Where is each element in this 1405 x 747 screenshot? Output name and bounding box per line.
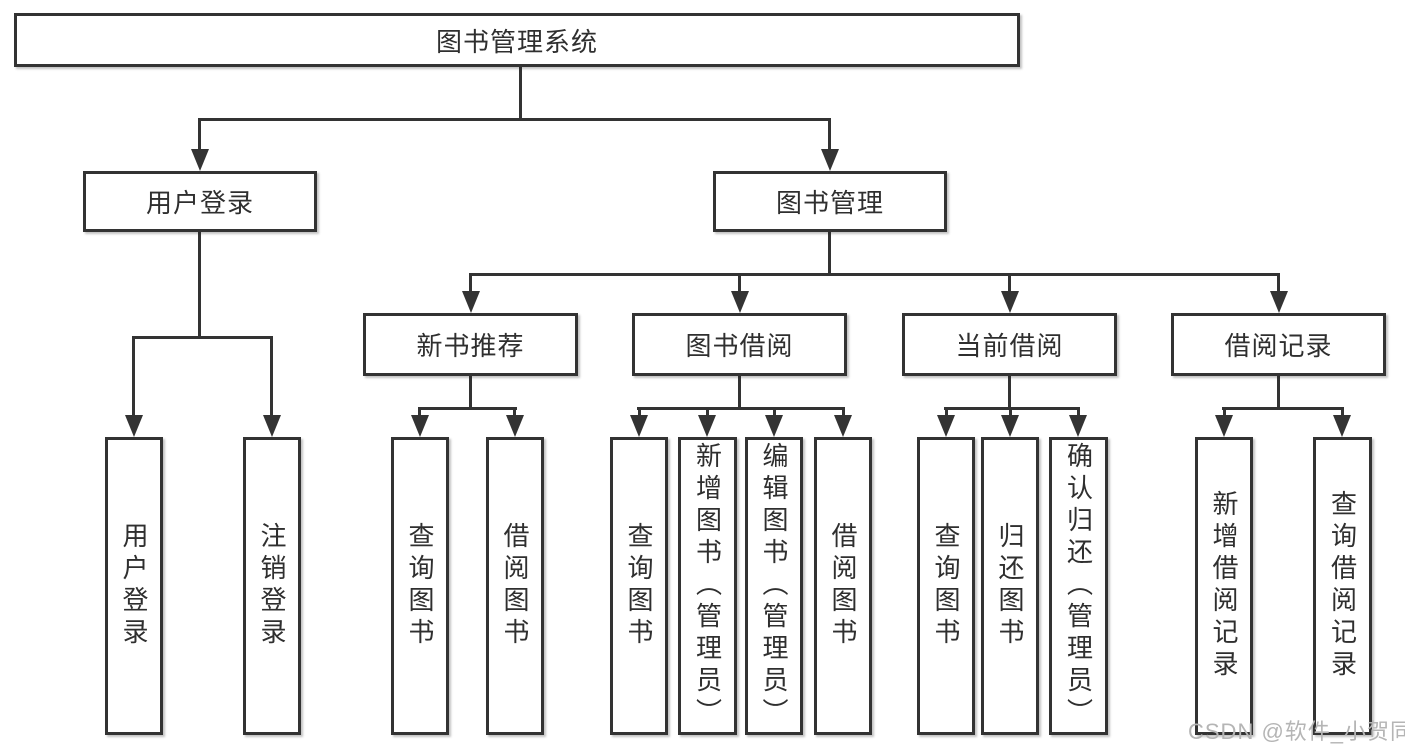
leaf-add-books-admin-label: 新增图书（管理员） [692,442,723,730]
connector-newbook-bar [418,407,517,410]
leaf-logout: 注销登录 [243,437,301,735]
connector-borrowrecords-drop [1277,273,1280,293]
connector-g1-leaf1-drop [418,407,421,417]
connector-login-leaf2-drop [270,336,273,417]
connector-g3-leaf1-drop [945,407,948,417]
connector-newbook-stem [469,376,472,407]
connector-borrowrecords-bar [1222,407,1344,410]
connector-currentborrow-drop [1008,273,1011,293]
node-new-book-recommend-label: 新书推荐 [416,331,525,361]
leaf-borrow-books-2-label: 借阅图书 [828,522,858,650]
leaf-edit-books-admin-label: 编辑图书（管理员） [759,442,789,730]
leaf-confirm-return-admin: 确认归还（管理员） [1049,437,1108,735]
connector-currentborrow-bar [944,407,1080,410]
arrowhead-g2-leaf1 [630,415,648,437]
arrowhead-g3-leaf3 [1069,415,1087,437]
node-current-borrow-label: 当前借阅 [955,331,1064,361]
arrowhead-g2-leaf2 [698,415,716,437]
connector-g3-leaf2-drop [1009,407,1012,417]
connector-g2-leaf4-drop [842,407,845,417]
leaf-query-books-1: 查询图书 [391,437,449,735]
arrowhead-g2-leaf4 [834,415,852,437]
leaf-query-books-2: 查询图书 [610,437,668,735]
leaf-return-books-label: 归还图书 [995,522,1025,650]
node-book-management-label: 图书管理 [775,188,884,218]
arrowhead-bookborrow [731,291,749,313]
connector-g2-leaf2-drop [706,407,709,417]
arrowhead-currentborrow [1001,291,1019,313]
leaf-add-borrow-record: 新增借阅记录 [1195,437,1253,735]
arrowhead-login-leaf2 [263,415,281,437]
connector-borrowrecords-stem [1277,376,1280,407]
leaf-borrow-books-1: 借阅图书 [486,437,544,735]
connector-g2-leaf3-drop [773,407,776,417]
connector-currentborrow-stem [1008,376,1011,407]
leaf-borrow-books-1-label: 借阅图书 [500,522,530,650]
connector-bookborrow-bar [637,407,845,410]
connector-g4-leaf2-drop [1341,407,1344,417]
connector-newbook-drop [469,273,472,293]
connector-user-login-bar [132,336,273,339]
connector-book-mgmt-drop [828,118,831,152]
node-borrow-records: 借阅记录 [1171,313,1386,376]
leaf-confirm-return-admin-label: 确认归还（管理员） [1063,442,1094,730]
arrowhead-g1-leaf2 [506,415,524,437]
connector-bookborrow-drop [738,273,741,293]
node-new-book-recommend: 新书推荐 [363,313,578,376]
node-borrow-records-label: 借阅记录 [1224,331,1333,361]
leaf-query-books-3-label: 查询图书 [931,522,961,650]
leaf-add-borrow-record-label: 新增借阅记录 [1209,490,1239,682]
arrowhead-user-login [191,149,209,171]
connector-book-mgmt-bar [469,273,1280,276]
leaf-logout-label: 注销登录 [257,522,287,650]
leaf-add-books-admin: 新增图书（管理员） [678,437,737,735]
node-book-borrow: 图书借阅 [632,313,847,376]
leaf-query-borrow-record-label: 查询借阅记录 [1327,490,1358,682]
arrowhead-g3-leaf2 [1001,415,1019,437]
connector-g1-leaf2-drop [513,407,516,417]
arrowhead-newbook [462,291,480,313]
leaf-borrow-books-2: 借阅图书 [814,437,872,735]
arrowhead-g2-leaf3 [765,415,783,437]
node-book-borrow-label: 图书借阅 [685,331,794,361]
connector-root-bar [198,118,831,121]
node-user-login: 用户登录 [83,171,317,232]
arrowhead-login-leaf1 [125,415,143,437]
arrowhead-borrowrecords [1270,291,1288,313]
connector-book-mgmt-stem [828,232,831,273]
leaf-query-borrow-record: 查询借阅记录 [1313,437,1372,735]
arrowhead-book-mgmt [821,149,839,171]
arrowhead-g3-leaf1 [937,415,955,437]
connector-user-login-drop [198,118,201,152]
connector-g3-leaf3-drop [1077,407,1080,417]
leaf-edit-books-admin: 编辑图书（管理员） [745,437,803,735]
connector-g4-leaf1-drop [1223,407,1226,417]
leaf-user-login: 用户登录 [105,437,163,735]
node-user-login-label: 用户登录 [145,188,254,218]
node-root-label: 图书管理系统 [435,26,598,57]
node-root: 图书管理系统 [14,13,1020,67]
leaf-return-books: 归还图书 [981,437,1039,735]
leaf-query-books-2-label: 查询图书 [624,522,654,650]
arrowhead-g1-leaf1 [411,415,429,437]
connector-bookborrow-stem [738,376,741,407]
arrowhead-g4-leaf1 [1215,415,1233,437]
connector-g2-leaf1-drop [638,407,641,417]
leaf-query-books-3: 查询图书 [917,437,975,735]
arrowhead-g4-leaf2 [1333,415,1351,437]
node-current-borrow: 当前借阅 [902,313,1117,376]
connector-user-login-stem [198,232,201,336]
node-book-management: 图书管理 [713,171,947,232]
connector-login-leaf1-drop [132,336,135,417]
leaf-query-books-1-label: 查询图书 [405,522,435,650]
connector-root-stem [519,67,522,118]
leaf-user-login-label: 用户登录 [119,522,149,650]
